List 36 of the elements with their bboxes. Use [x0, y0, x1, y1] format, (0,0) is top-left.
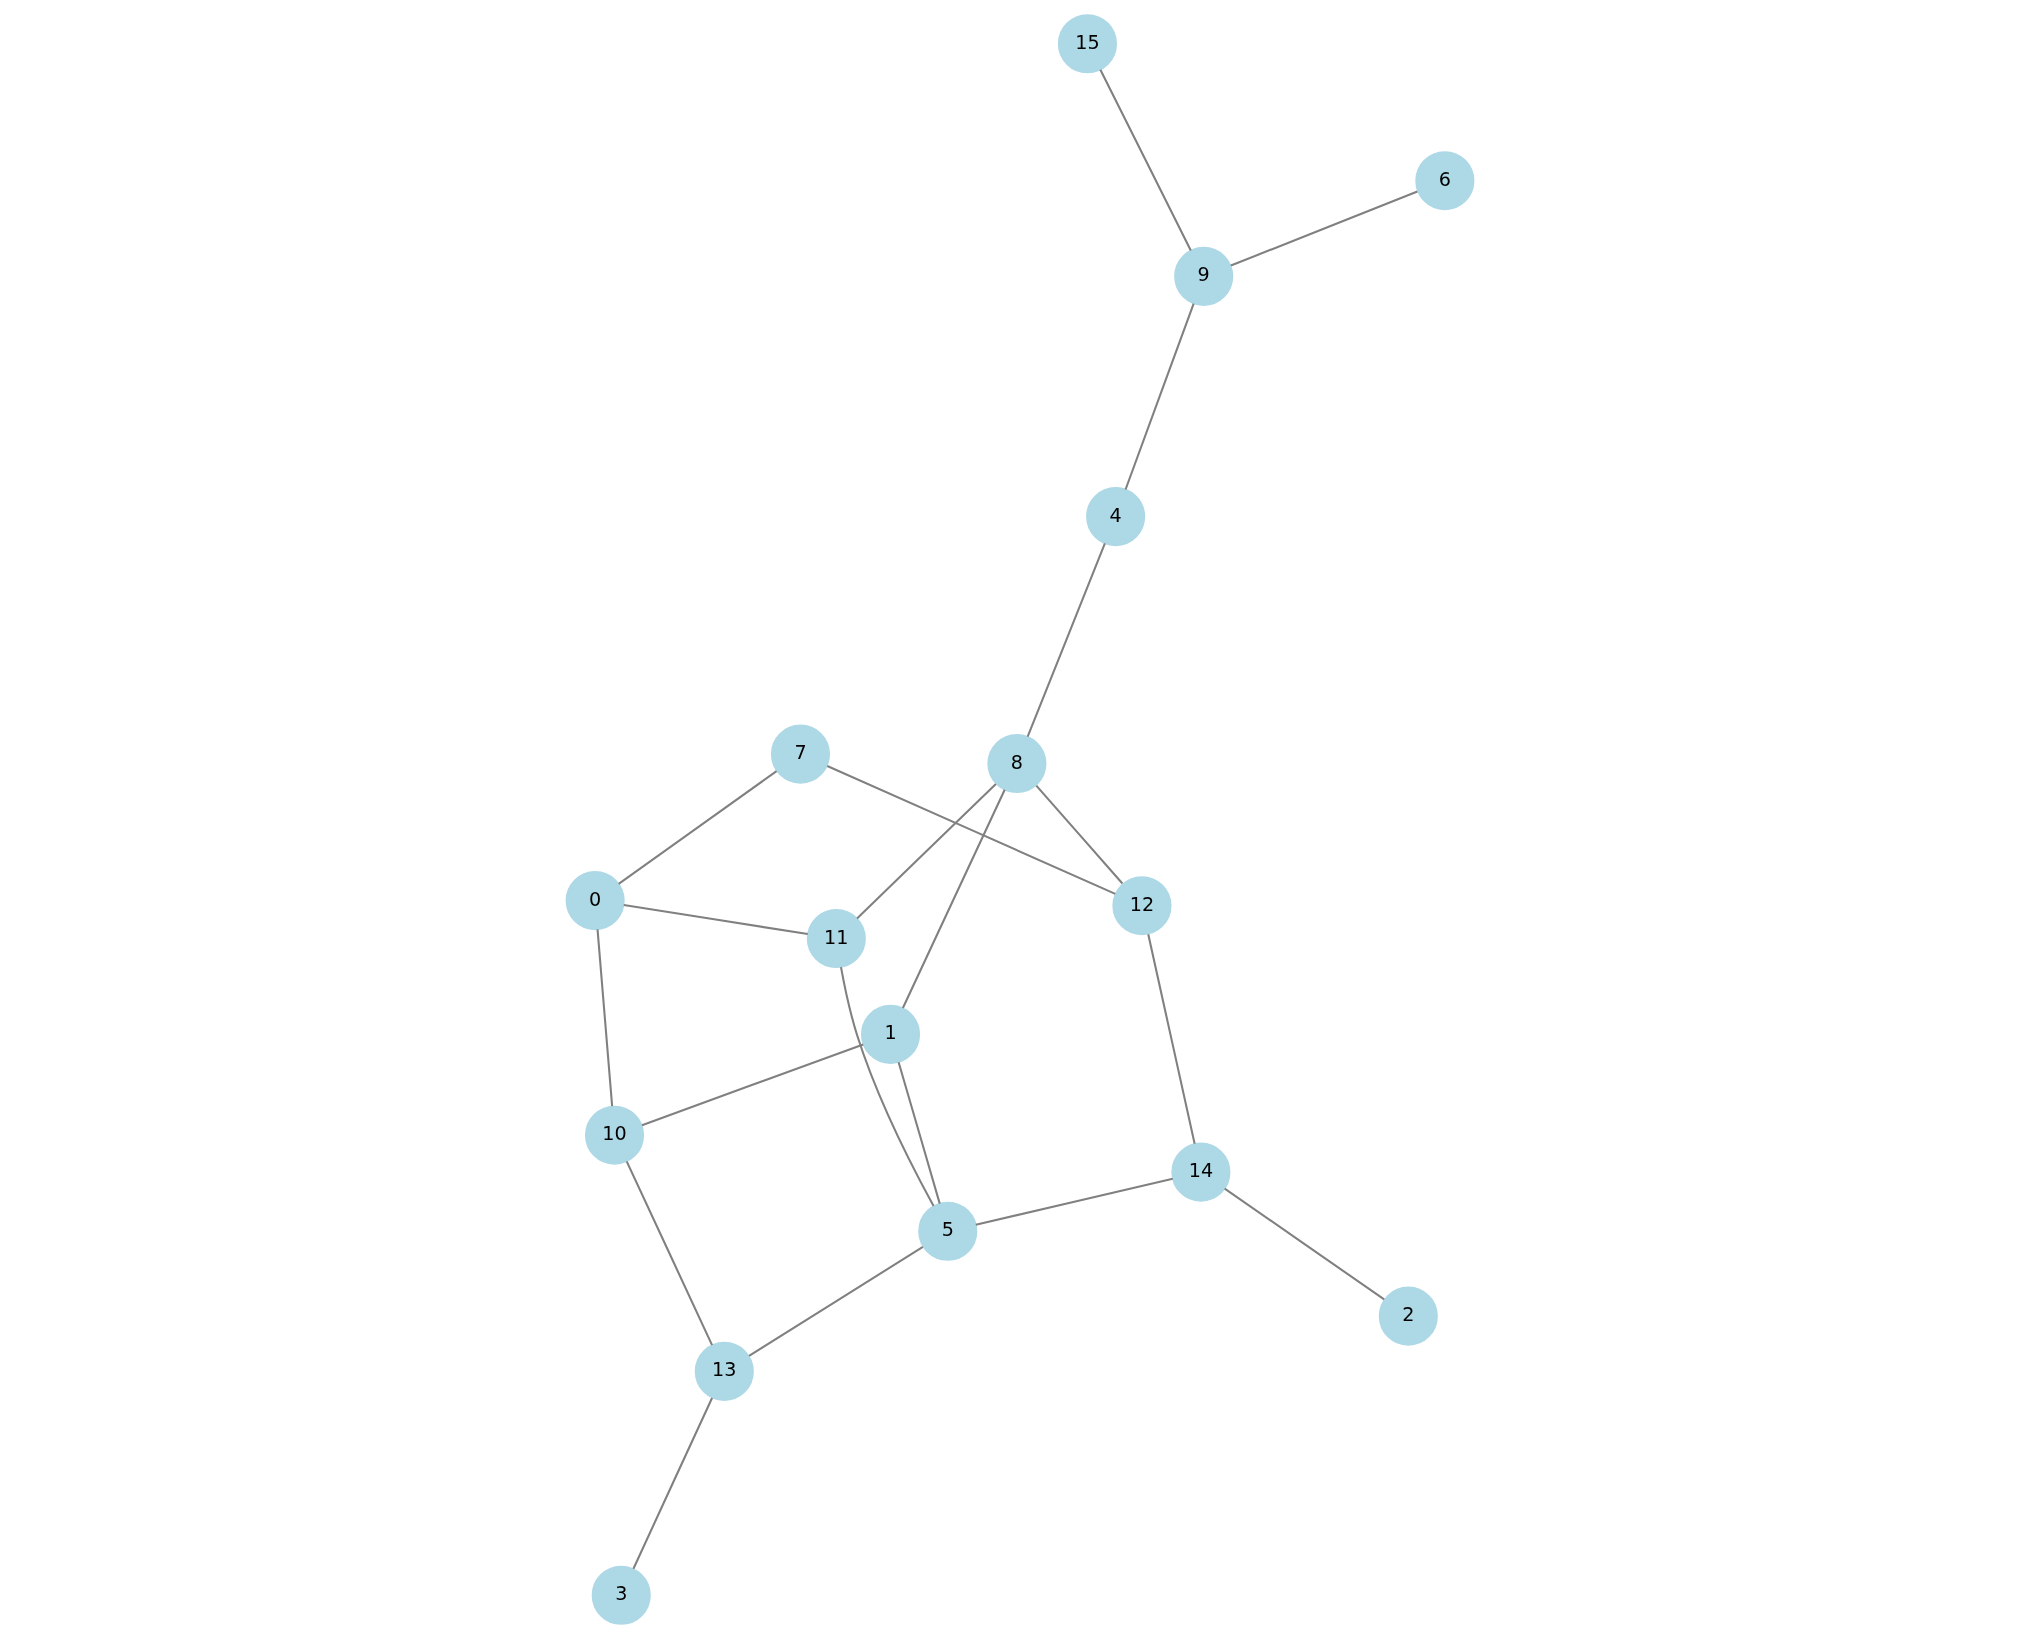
- connector: [975, 1177, 1173, 1226]
- connector: [901, 789, 1006, 1009]
- connector: [617, 770, 777, 885]
- connector: [623, 904, 808, 936]
- connector: [1026, 543, 1106, 738]
- node-circle: 11: [806, 909, 866, 969]
- node-circle: 13: [694, 1341, 754, 1401]
- node-circle: 2: [1378, 1286, 1438, 1346]
- node-circle: 12: [1111, 876, 1171, 936]
- connector: [1124, 303, 1195, 490]
- connector: [1098, 69, 1192, 251]
- connector: [1035, 784, 1123, 885]
- connector: [596, 929, 613, 1107]
- connector: [855, 783, 997, 920]
- node-circle: 6: [1414, 151, 1474, 211]
- node-circle: 4: [1085, 487, 1145, 547]
- node-circle: 1: [860, 1004, 920, 1064]
- connector: [826, 765, 1116, 895]
- node-circle: 8: [986, 734, 1046, 794]
- node-circle: 9: [1173, 246, 1233, 306]
- node-circle: 15: [1057, 14, 1117, 74]
- connector: [1230, 190, 1418, 267]
- connector: [1223, 1187, 1385, 1301]
- connector: [839, 966, 934, 1207]
- node-circle: 14: [1170, 1142, 1230, 1202]
- connector: [625, 1160, 713, 1346]
- node-circle: 10: [584, 1105, 644, 1165]
- connector: [897, 1061, 941, 1204]
- node-circle: 5: [917, 1201, 977, 1261]
- connector: [641, 1043, 864, 1127]
- connector: [748, 1245, 923, 1357]
- node-circle: 3: [591, 1565, 651, 1625]
- connector: [1146, 933, 1196, 1145]
- connector: [632, 1397, 713, 1570]
- node-circle: 7: [770, 724, 830, 784]
- node-circle: 0: [565, 871, 625, 931]
